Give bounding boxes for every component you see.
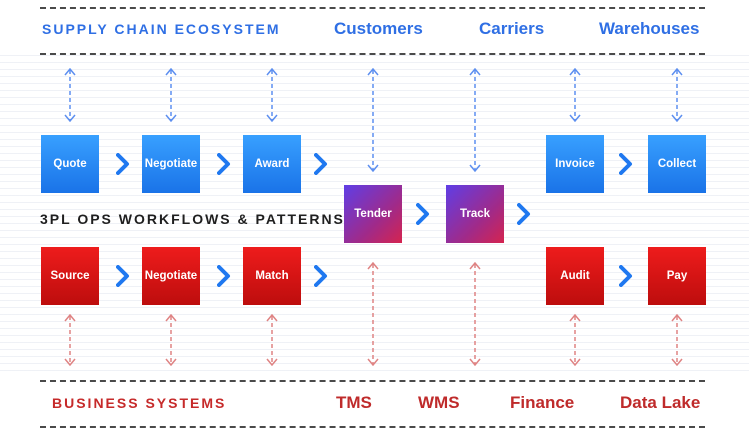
tender-box: Tender bbox=[344, 185, 402, 243]
double-arrow-icon bbox=[165, 314, 177, 366]
data-lake-label: Data Lake bbox=[620, 393, 701, 412]
double-arrow-icon bbox=[165, 68, 177, 122]
match-box: Match bbox=[243, 247, 301, 305]
bottom-dashed-rule bbox=[40, 426, 705, 428]
chevron-right-icon bbox=[217, 153, 230, 175]
workflow-patterns-title: 3PL OPS WORKFLOWS & PATTERNS bbox=[40, 211, 345, 227]
upper-dashed-rule bbox=[40, 53, 705, 55]
double-arrow-icon bbox=[64, 314, 76, 366]
audit-box: Audit bbox=[546, 247, 604, 305]
supply-chain-ecosystem-title: SUPPLY CHAIN ECOSYSTEM bbox=[42, 21, 281, 37]
double-arrow-icon bbox=[266, 68, 278, 122]
quote-box: Quote bbox=[41, 135, 99, 193]
chevron-right-icon bbox=[314, 153, 327, 175]
warehouses-label: Warehouses bbox=[599, 19, 700, 38]
top-dashed-rule bbox=[40, 7, 705, 9]
double-arrow-icon bbox=[469, 262, 481, 366]
wms-label: WMS bbox=[418, 393, 460, 412]
double-arrow-icon bbox=[367, 68, 379, 172]
track-box: Track bbox=[446, 185, 504, 243]
chevron-right-icon bbox=[116, 153, 129, 175]
lower-dashed-rule bbox=[40, 380, 705, 382]
double-arrow-icon bbox=[671, 314, 683, 366]
finance-label: Finance bbox=[510, 393, 575, 412]
invoice-box: Invoice bbox=[546, 135, 604, 193]
chevron-right-icon bbox=[517, 203, 530, 225]
double-arrow-icon bbox=[367, 262, 379, 366]
double-arrow-icon bbox=[64, 68, 76, 122]
negotiate-top-box: Negotiate bbox=[142, 135, 200, 193]
double-arrow-icon bbox=[671, 68, 683, 122]
carriers-label: Carriers bbox=[479, 19, 545, 38]
chevron-right-icon bbox=[416, 203, 429, 225]
award-box: Award bbox=[243, 135, 301, 193]
chevron-right-icon bbox=[619, 265, 632, 287]
double-arrow-icon bbox=[266, 314, 278, 366]
chevron-right-icon bbox=[116, 265, 129, 287]
chevron-right-icon bbox=[314, 265, 327, 287]
double-arrow-icon bbox=[469, 68, 481, 172]
chevron-right-icon bbox=[619, 153, 632, 175]
tms-label: TMS bbox=[336, 393, 372, 412]
chevron-right-icon bbox=[217, 265, 230, 287]
negotiate-bottom-box: Negotiate bbox=[142, 247, 200, 305]
source-box: Source bbox=[41, 247, 99, 305]
pay-box: Pay bbox=[648, 247, 706, 305]
business-systems-title: BUSINESS SYSTEMS bbox=[52, 395, 227, 411]
double-arrow-icon bbox=[569, 314, 581, 366]
collect-box: Collect bbox=[648, 135, 706, 193]
double-arrow-icon bbox=[569, 68, 581, 122]
customers-label: Customers bbox=[334, 19, 423, 38]
